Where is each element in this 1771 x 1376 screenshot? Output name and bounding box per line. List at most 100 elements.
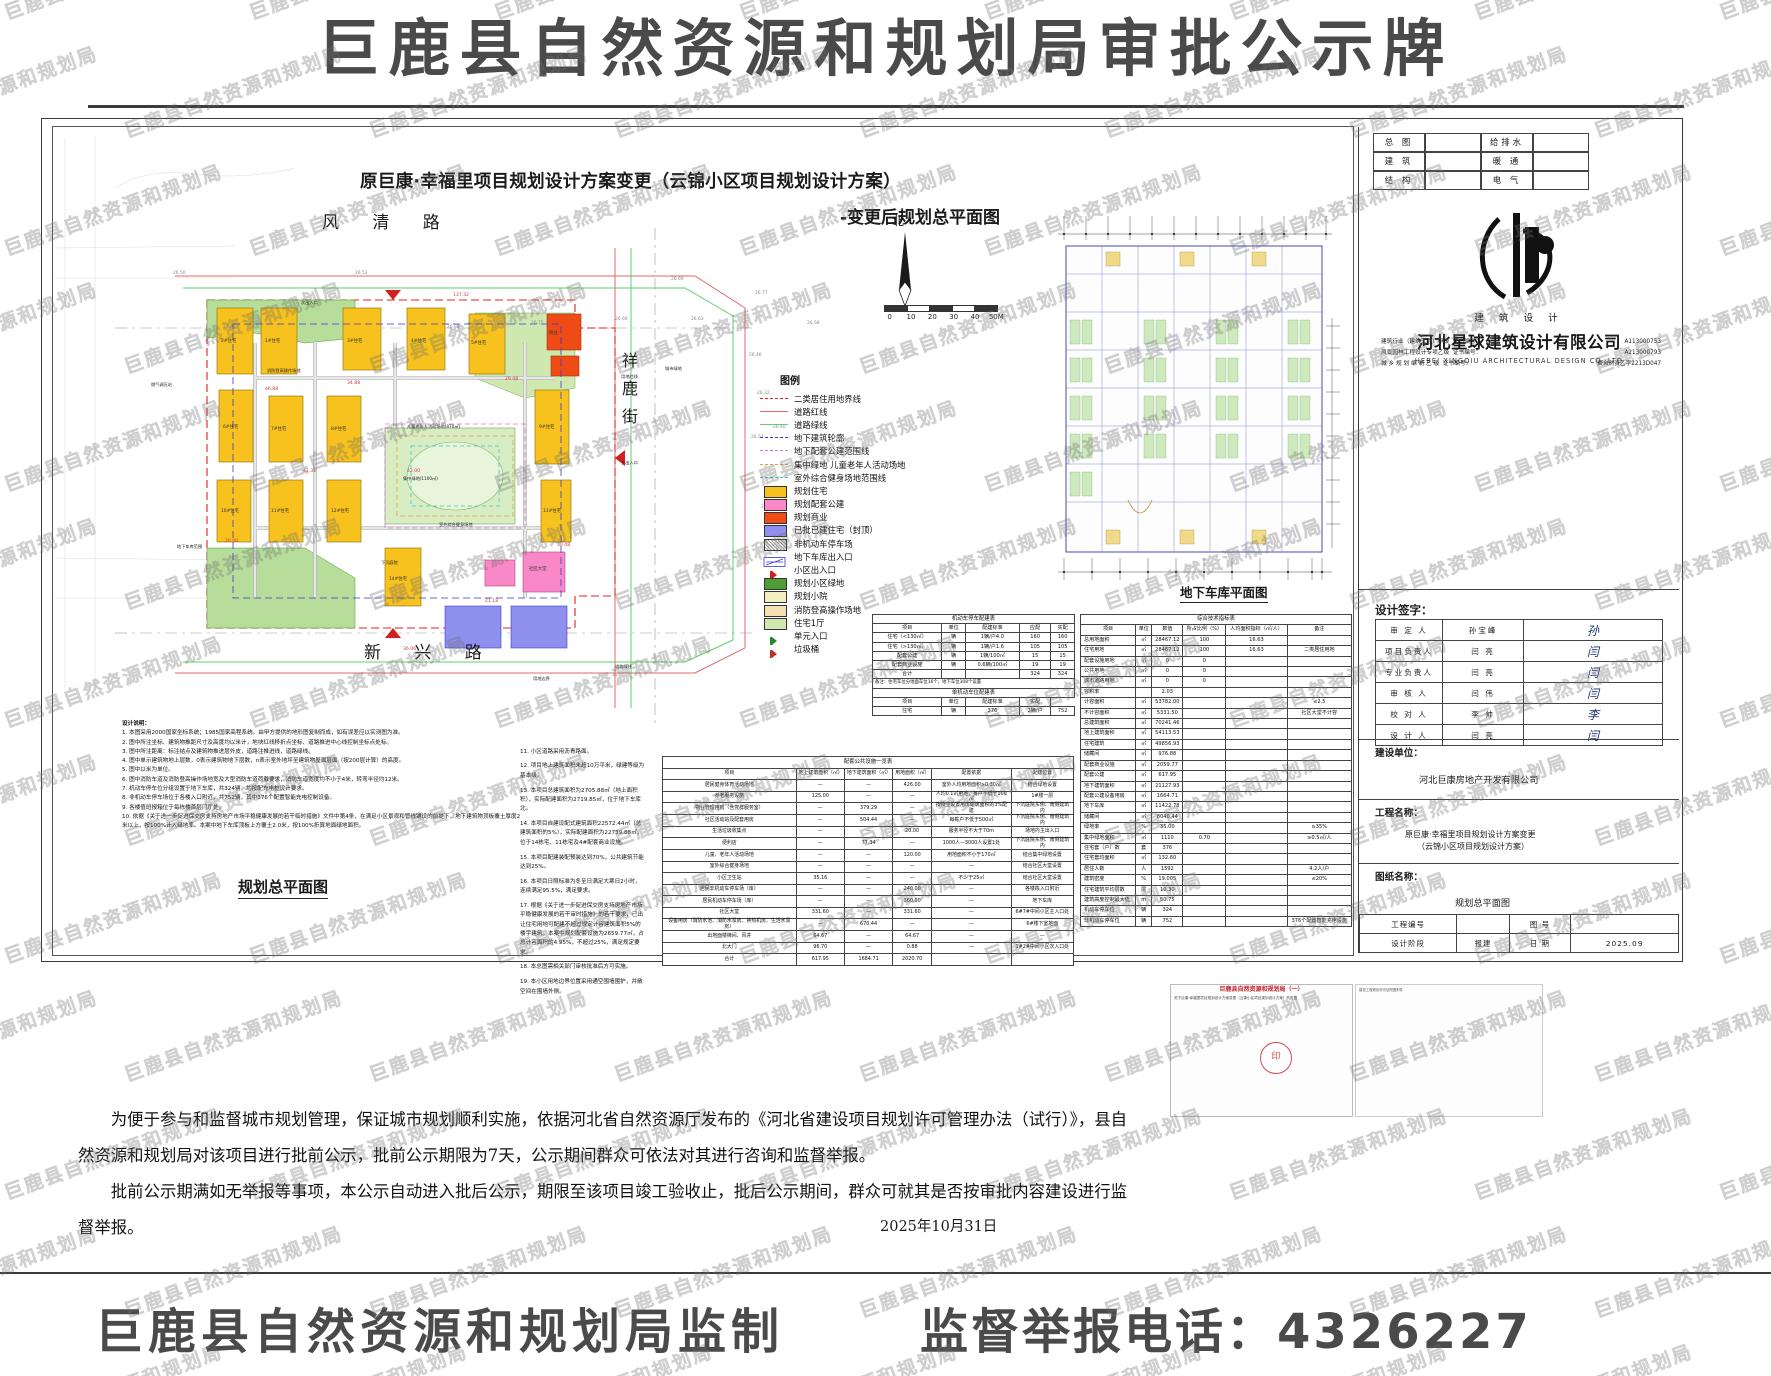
svg-text:46.88: 46.88	[265, 386, 278, 392]
svg-text:14#住宅: 14#住宅	[389, 575, 408, 582]
table-cell: ㎡	[1135, 655, 1153, 668]
svg-text:26.50: 26.50	[173, 270, 186, 276]
legend-item-label: 规划配套公建	[794, 499, 845, 510]
table-cell	[1182, 811, 1227, 824]
table-cell: 8040.44	[1151, 811, 1184, 824]
table-header-row-2: 项目单位配建标准实配	[871, 696, 1075, 708]
svg-text:137.32: 137.32	[453, 292, 469, 298]
design-note-line: 12. 项目地上建筑面积未超10万平米，绿建等级为基本级。	[520, 763, 645, 779]
column-header: 备注	[1286, 624, 1353, 636]
table-cell: 不少于25㎡	[931, 872, 1012, 885]
legend-item: 消防登高操作场地	[760, 603, 906, 617]
table-row: 居民非机动车停车场（库）——240.00—各楼栋入口附近	[662, 883, 1075, 897]
legend-symbol-dash-icon	[760, 446, 788, 456]
table-cell: 地下车库	[1079, 801, 1137, 813]
table-cell: ㎡	[1135, 718, 1153, 730]
table-cell: 辆	[1135, 905, 1153, 917]
design-notes-list-2: 11. 小区道路采用沥青路面。12. 项目地上建筑面积未超10万平米，绿建等级为…	[520, 748, 645, 997]
svg-text:13#住宅: 13#住宅	[543, 507, 562, 514]
table-cell: 379.29	[843, 802, 894, 816]
company-name-cn: 河北星球建筑设计有限公司	[1417, 333, 1621, 352]
table-cell: ㎡	[1135, 666, 1153, 678]
table-cell: 2020.70	[892, 953, 933, 966]
table-cell: 1辆/户1.6	[964, 641, 1020, 652]
svg-text:26.57: 26.57	[751, 434, 764, 440]
legend-item-label: 规划小区绿地	[794, 578, 845, 589]
legend-item: 室外综合健身场地范围线	[760, 471, 906, 484]
legend-item-label: 已批已建住宅（封顶）	[794, 525, 878, 536]
legend-symbol-swatch-icon	[760, 578, 788, 591]
notice-paragraph-2: 批前公示期满如无举报等事项，本公示自动进入批后公示，期限至该项目竣工验收止，批后…	[78, 1182, 1128, 1237]
table-cell	[1182, 790, 1227, 803]
legend-symbol-swatch-icon	[760, 604, 788, 617]
table-cell: ㎡	[1135, 728, 1153, 740]
legend-item: 已批已建住宅（封顶）	[760, 524, 906, 538]
table-cell: 总建筑面积	[1079, 718, 1137, 730]
signature-role: 设 计 人	[1375, 724, 1443, 746]
svg-text:儿童老年人活动场地(870㎡): 儿童老年人活动场地(870㎡)	[407, 423, 461, 430]
table-cell: 35.16	[795, 872, 845, 885]
title-block-divider-2	[1359, 739, 1679, 740]
legend-item: 集中绿地 儿童老年人活动场地	[760, 458, 906, 471]
legend-symbol-line-icon	[760, 420, 788, 430]
table-cell: 1辆/100㎡	[964, 650, 1020, 662]
svg-text:次出入口: 次出入口	[301, 299, 318, 306]
logo-subtitle: 建 筑 设 计	[1474, 313, 1564, 324]
svg-text:9#住宅: 9#住宅	[539, 423, 555, 430]
table-cell: 28467.12	[1151, 634, 1184, 647]
table-cell	[1225, 676, 1288, 688]
footer-label: 日 期	[1508, 933, 1572, 953]
legend-panel: 图例 二类居住用地界线道路红线道路绿线地下建筑轮廓地下配套公建范围线集中绿地 儿…	[760, 372, 906, 659]
table-cell	[1286, 686, 1353, 699]
legend-item: 地下车库出入口	[760, 550, 906, 567]
table-cell	[1225, 759, 1288, 772]
table-cell: 376	[1151, 842, 1184, 855]
design-note-line: 4. 图中单示建筑物地上层数，0表示建筑物地下层数，n表示室外地坪至建筑物屋面层…	[122, 758, 405, 765]
scale-tick: 0	[887, 313, 892, 321]
table-cell: —	[892, 918, 933, 932]
table-cell	[1225, 801, 1288, 813]
discipline-value	[1533, 133, 1589, 152]
scale-tick: 40	[970, 313, 980, 321]
certificate-number: 冀自然资乙字2213D047	[1597, 361, 1661, 367]
table-cell: 160	[1050, 632, 1075, 643]
table-cell: 配套商业设施	[1079, 759, 1137, 772]
table-cell	[1182, 874, 1227, 886]
table-cell: 0.6辆/100㎡	[964, 660, 1020, 671]
drawing-value: 规划总平面图	[1455, 898, 1511, 909]
table-cell: ㎡	[1135, 759, 1153, 772]
legend-symbol-swatch-icon	[760, 591, 788, 604]
table-cell: 每栋户不低于500㎡	[931, 814, 1012, 827]
table-cell	[1182, 738, 1227, 751]
svg-text:26.40: 26.40	[773, 424, 786, 430]
table-cell	[1182, 718, 1227, 730]
table-cell: 总用地面积	[1079, 634, 1137, 647]
svg-text:7#住宅: 7#住宅	[271, 425, 287, 432]
table-cell: 建筑高度控制最大值	[1079, 894, 1137, 907]
table-cell	[1182, 780, 1227, 792]
column-header: 人均面积指标（㎡/人）	[1225, 624, 1288, 636]
table-cell: 设备用房（消防水池、消防水泵房、换热机房、生活水泵房）	[662, 918, 797, 932]
table-cell	[1286, 780, 1353, 792]
table-cell	[1286, 894, 1353, 907]
table-cell: 社区活动站及配套用房	[662, 814, 797, 827]
signature-row: 审 核 人闫 伟闫	[1375, 682, 1663, 704]
table-cell	[1286, 790, 1353, 803]
parking-note: 备注：住宅车位分地面车位16个，地下车位308个设置	[872, 678, 1075, 689]
svg-text:2#住宅: 2#住宅	[221, 337, 237, 344]
table-cell: 计容面积	[1079, 697, 1137, 709]
column-header: 所占比例（%）	[1182, 624, 1227, 636]
svg-text:42.00: 42.00	[407, 468, 420, 474]
signature-mark: 李	[1523, 703, 1663, 725]
